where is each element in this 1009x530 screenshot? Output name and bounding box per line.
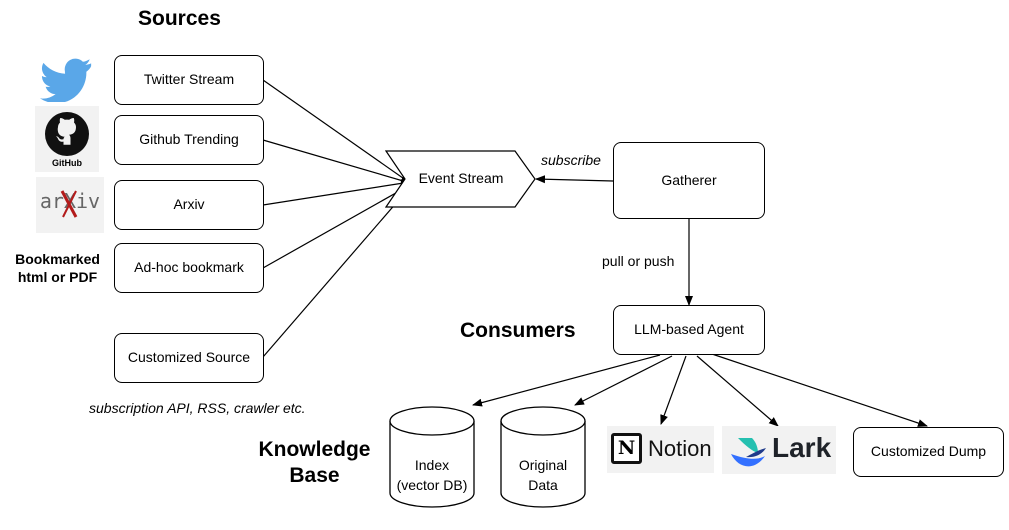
- pull-push-label: pull or push: [602, 253, 675, 269]
- source-adhoc-bookmark: Ad-hoc bookmark: [114, 243, 264, 293]
- original-data-cylinder: Original Data: [499, 405, 587, 509]
- arrow-github-to-event: [262, 139, 411, 185]
- arrow-bookmark-to-event: [262, 184, 411, 269]
- arrow-twitter-to-event: [262, 79, 411, 184]
- notion-glyph-box: N: [611, 433, 642, 464]
- original-data-label: Original Data: [518, 457, 568, 493]
- source-twitter-stream: Twitter Stream: [114, 55, 264, 105]
- lark-logo-text: Lark: [772, 432, 832, 463]
- arrow-arxiv-to-event: [262, 179, 411, 206]
- knowledge-base-heading: Knowledge Base: [258, 438, 371, 488]
- arrow-agent-to-original: [574, 355, 673, 406]
- arrow-agent-to-dump: [711, 353, 928, 427]
- notion-logo-icon: N Notion: [607, 426, 714, 473]
- arrow-agent-to-notion: [660, 355, 687, 425]
- arrow-agent-to-lark: [696, 355, 779, 427]
- bookmarked-caption: Bookmarked html or PDF: [15, 251, 100, 286]
- event-stream-node: Event Stream: [385, 150, 537, 208]
- lark-logo-icon: Lark: [722, 426, 836, 474]
- index-vector-db-cylinder: Index (vector DB): [388, 405, 476, 509]
- sources-heading: Sources: [138, 7, 221, 30]
- source-arxiv: Arxiv: [114, 180, 264, 230]
- source-customized: Customized Source: [114, 333, 264, 383]
- index-db-label: Index (vector DB): [396, 457, 468, 493]
- sources-footnote: subscription API, RSS, crawler etc.: [89, 400, 306, 416]
- arxiv-logo-icon: arXiv: [36, 177, 104, 233]
- subscribe-label: subscribe: [541, 152, 601, 168]
- source-github-trending: Github Trending: [114, 115, 264, 165]
- consumers-heading: Consumers: [460, 319, 576, 342]
- llm-agent-node: LLM-based Agent: [613, 305, 765, 355]
- arrow-custom-to-event: [262, 186, 411, 358]
- gatherer-node: Gatherer: [613, 142, 765, 219]
- arrow-agent-to-index: [472, 354, 661, 407]
- arrow-gatherer-to-event: [535, 175, 614, 184]
- github-logo-text: GitHub: [52, 158, 82, 168]
- notion-glyph: N: [617, 437, 636, 459]
- github-logo-icon: GitHub: [35, 106, 99, 172]
- twitter-logo-icon: [40, 58, 92, 104]
- customized-dump-node: Customized Dump: [853, 427, 1004, 477]
- event-stream-label: Event Stream: [418, 170, 504, 186]
- notion-logo-text: Notion: [648, 436, 712, 461]
